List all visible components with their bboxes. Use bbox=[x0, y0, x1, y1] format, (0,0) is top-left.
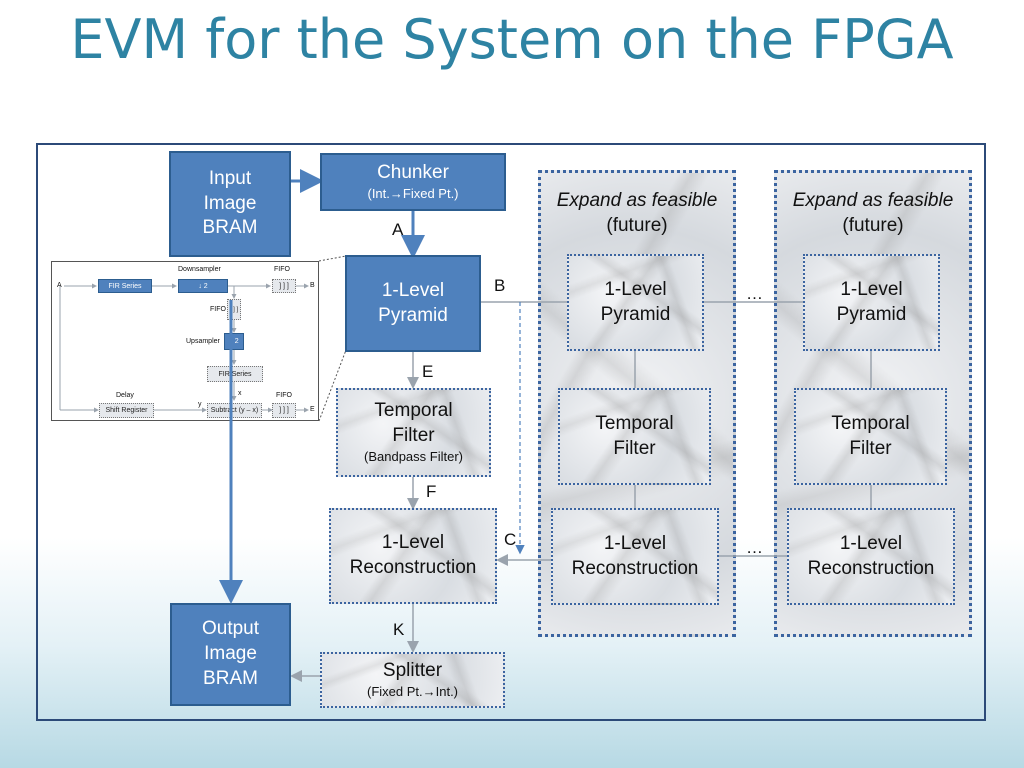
label-e: E bbox=[422, 362, 434, 381]
inset-label-fifo-bottom: FIFO bbox=[276, 392, 292, 399]
inset-output-e: E bbox=[310, 406, 315, 413]
inset-label-delay: Delay bbox=[116, 392, 134, 399]
column-1-header-sub: (future) bbox=[606, 215, 668, 236]
column-2-header: Expand as feasible (future) bbox=[776, 184, 970, 244]
label-f: F bbox=[426, 482, 437, 501]
label-b: B bbox=[494, 276, 506, 295]
column-1-temporal: Temporal Filter bbox=[558, 388, 711, 485]
column-1-pyramid: 1-Level Pyramid bbox=[567, 254, 704, 351]
label-k: K bbox=[393, 620, 405, 639]
ellipsis-bottom: … bbox=[746, 538, 763, 557]
splitter-block: Splitter (Fixed Pt.→Int.) bbox=[320, 652, 505, 708]
splitter-subtitle: (Fixed Pt.→Int.) bbox=[366, 683, 459, 699]
diagram-frame bbox=[36, 143, 986, 721]
column-2-temporal: Temporal Filter bbox=[794, 388, 947, 485]
pyramid-label: 1-Level Pyramid bbox=[378, 279, 448, 326]
input-image-bram: Input Image BRAM bbox=[169, 151, 291, 257]
column-2-reconstruction-label: 1-Level Reconstruction bbox=[807, 532, 935, 579]
label-c: C bbox=[504, 530, 517, 549]
reconstruction-label: 1-Level Reconstruction bbox=[349, 532, 477, 578]
inset-label-x: x bbox=[238, 390, 242, 397]
inset-fifo-mid-box: ] ] ] bbox=[227, 299, 241, 320]
inset-upsample: ↑ 2 bbox=[224, 333, 244, 350]
chunker-block: Chunker (Int.→Fixed Pt.) bbox=[320, 153, 506, 211]
pyramid-block: 1-Level Pyramid bbox=[345, 255, 481, 352]
inset-label-fifo-top: FIFO bbox=[274, 266, 290, 273]
column-1-temporal-label: Temporal Filter bbox=[595, 412, 674, 459]
column-1-reconstruction: 1-Level Reconstruction bbox=[551, 508, 719, 605]
chunker-subtitle: (Int.→Fixed Pt.) bbox=[367, 185, 459, 201]
column-2-reconstruction: 1-Level Reconstruction bbox=[787, 508, 955, 605]
page-title: EVM for the System on the FPGA bbox=[70, 8, 954, 71]
pyramid-detail-inset: Downsampler FIFO A FIR Series ↓ 2 ] ] ] … bbox=[51, 261, 319, 421]
temporal-filter-subtitle: (Bandpass Filter) bbox=[364, 448, 463, 464]
inset-subtract: Subtract (y – x) bbox=[207, 403, 262, 418]
inset-output-b: B bbox=[310, 282, 315, 289]
inset-shift-register: Shift Register bbox=[99, 403, 154, 418]
column-2-pyramid-label: 1-Level Pyramid bbox=[836, 278, 907, 325]
output-image-bram-label: Output Image BRAM bbox=[201, 618, 260, 689]
column-1-header-title: Expand as feasible bbox=[556, 190, 718, 212]
column-1-header: Expand as feasible (future) bbox=[540, 184, 734, 244]
reconstruction-block: 1-Level Reconstruction bbox=[329, 508, 497, 604]
inset-downsample: ↓ 2 bbox=[178, 279, 228, 293]
column-2-pyramid: 1-Level Pyramid bbox=[803, 254, 940, 351]
column-2-header-sub: (future) bbox=[842, 215, 904, 236]
splitter-title: Splitter bbox=[382, 660, 443, 682]
chunker-title: Chunker bbox=[377, 162, 449, 184]
column-1-pyramid-label: 1-Level Pyramid bbox=[600, 278, 671, 325]
input-image-bram-label: Input Image BRAM bbox=[202, 167, 258, 239]
label-a: A bbox=[392, 220, 404, 239]
inset-label-y: y bbox=[198, 401, 202, 408]
output-image-bram: Output Image BRAM bbox=[170, 603, 291, 706]
inset-wires bbox=[59, 283, 309, 413]
column-2-header-title: Expand as feasible bbox=[792, 190, 954, 212]
temporal-filter-block: Temporal Filter (Bandpass Filter) bbox=[336, 388, 491, 477]
inset-label-upsampler: Upsampler bbox=[186, 338, 220, 345]
inset-fir-series-mid: FIR Series bbox=[207, 366, 263, 382]
inset-fifo-bottom-box: ] ] ] bbox=[272, 403, 296, 418]
ellipsis-top: … bbox=[746, 284, 763, 303]
inset-fifo-top-box: ] ] ] bbox=[272, 279, 296, 293]
temporal-filter-title: Temporal Filter bbox=[374, 400, 453, 447]
inset-label-fifo-mid: FIFO bbox=[210, 306, 226, 313]
column-1-reconstruction-label: 1-Level Reconstruction bbox=[571, 532, 699, 579]
column-2-temporal-label: Temporal Filter bbox=[831, 412, 910, 459]
inset-fir-series-top: FIR Series bbox=[98, 279, 152, 293]
inset-label-downsampler: Downsampler bbox=[178, 266, 221, 273]
inset-input-a: A bbox=[57, 282, 62, 289]
